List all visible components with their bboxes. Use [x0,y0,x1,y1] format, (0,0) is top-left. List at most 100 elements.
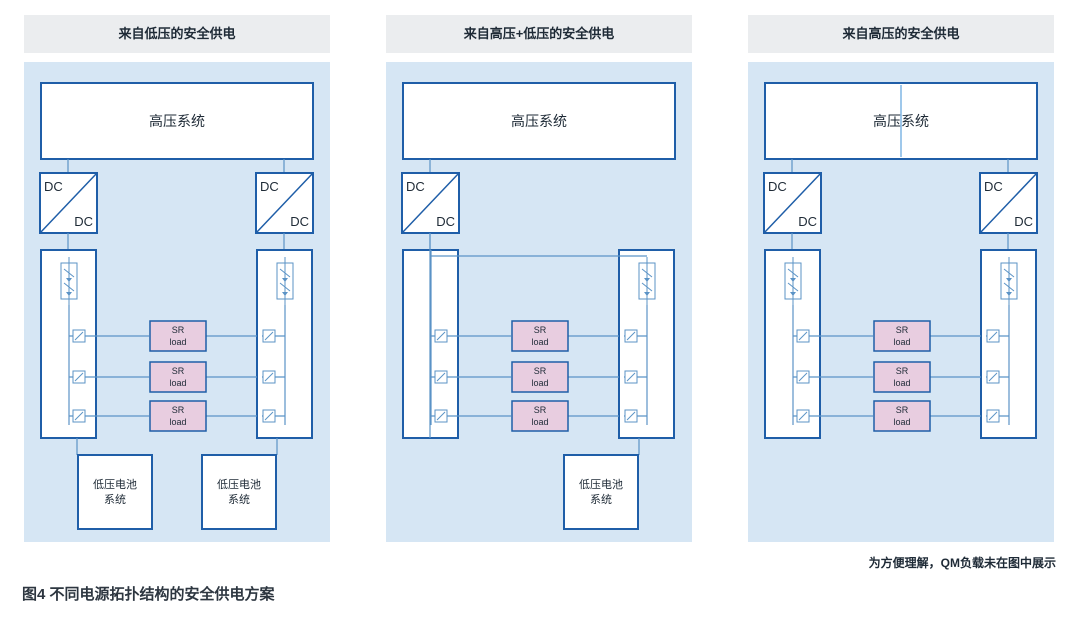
footnote: 为方便理解，QM负载未在图中展示 [868,556,1056,570]
distribution-box-right [618,249,675,439]
sr-load-box [149,361,207,393]
sr-load-box [873,320,931,352]
efuse-icon [624,329,638,343]
sr-load-label-top: SR [896,366,909,376]
dc-output-label: DC [74,214,93,229]
sr-load-box [873,400,931,432]
battery-label-line2: 系统 [590,493,612,506]
efuse-slash [74,331,84,341]
efuse-slash [436,372,446,382]
switch-icon [638,257,656,305]
dc-input-label: DC [984,179,1003,194]
dc-output-label: DC [798,214,817,229]
efuse-icon [986,329,1000,343]
dcdc-converter: DC DC [763,159,822,250]
dc-output-label: DC [290,214,309,229]
efuse-slash [74,411,84,421]
dc-input-label: DC [44,179,63,194]
switch-icon [60,257,78,305]
efuse-slash [798,331,808,341]
efuse-icon [262,409,276,423]
switch-blade [63,282,75,292]
dcdc-converter: DC DC [39,159,98,250]
efuse-icon [796,370,810,384]
switch-icon [276,257,294,305]
efuse-icon [434,409,448,423]
efuse-slash [626,411,636,421]
efuse-icon [72,409,86,423]
efuse-icon [624,409,638,423]
hv-system-label: 高压系统 [149,113,205,129]
panel-title-bar [24,15,330,53]
hv-system-box [40,82,314,160]
panel-title: 来自高压+低压的安全供电 [463,26,615,41]
panel-title-bar [386,15,692,53]
sr-load: SR load [458,320,619,352]
sr-load-label-bottom: load [531,417,548,427]
dcdc-diagonal [763,172,822,234]
diode-icon [1006,278,1012,282]
sr-load-box [511,400,569,432]
sr-load: SR load [820,361,981,393]
sr-load-box [149,320,207,352]
dc-output-label: DC [436,214,455,229]
efuse-slash [626,331,636,341]
dc-input-label: DC [768,179,787,194]
battery-box [201,454,277,530]
efuse-slash [264,411,274,421]
efuse-slash [988,372,998,382]
switch-blade [787,268,799,278]
hv-system-box [402,82,676,160]
efuse-slash [988,411,998,421]
efuse-slash [264,331,274,341]
figure-caption: 图4 不同电源拓扑结构的安全供电方案 [22,586,275,603]
sr-load: SR load [96,320,257,352]
distribution-box-right [256,249,313,439]
hv-system-label: 高压系统 [511,113,567,129]
sr-load-box [511,320,569,352]
sr-load-label-top: SR [534,325,547,335]
distribution-box-left [764,249,821,439]
efuse-slash [626,372,636,382]
distribution-box-right [980,249,1037,439]
sr-load-label-top: SR [172,325,185,335]
panel-title: 来自高压的安全供电 [841,26,959,41]
dcdc-diagonal [401,172,460,234]
distribution-box-left [40,249,97,439]
diode-icon [1006,292,1012,296]
diode-icon [790,292,796,296]
sr-load-label-bottom: load [169,417,186,427]
panel-2: 来自高压+低压的安全供电高压系统DCDCSRloadSRloadSRload低压… [386,15,692,542]
efuse-icon [796,329,810,343]
sr-load-label-bottom: load [893,337,910,347]
switch-blade [641,268,653,278]
diode-icon [644,292,650,296]
dcdc-converter: DC DC [255,159,314,250]
switch-blade [641,282,653,292]
sr-load-label-bottom: load [531,337,548,347]
sr-load-label-bottom: load [893,378,910,388]
diode-icon [282,292,288,296]
efuse-icon [72,329,86,343]
battery-label-line2: 系统 [228,493,250,506]
sr-load-label-bottom: load [169,337,186,347]
efuse-slash [988,331,998,341]
efuse-slash [798,372,808,382]
efuse-slash [436,411,446,421]
efuse-icon [624,370,638,384]
dc-input-label: DC [260,179,279,194]
panel-title-bar [748,15,1054,53]
battery-label-line1: 低压电池 [579,478,623,491]
efuse-icon [262,329,276,343]
switch-blade [1003,268,1015,278]
